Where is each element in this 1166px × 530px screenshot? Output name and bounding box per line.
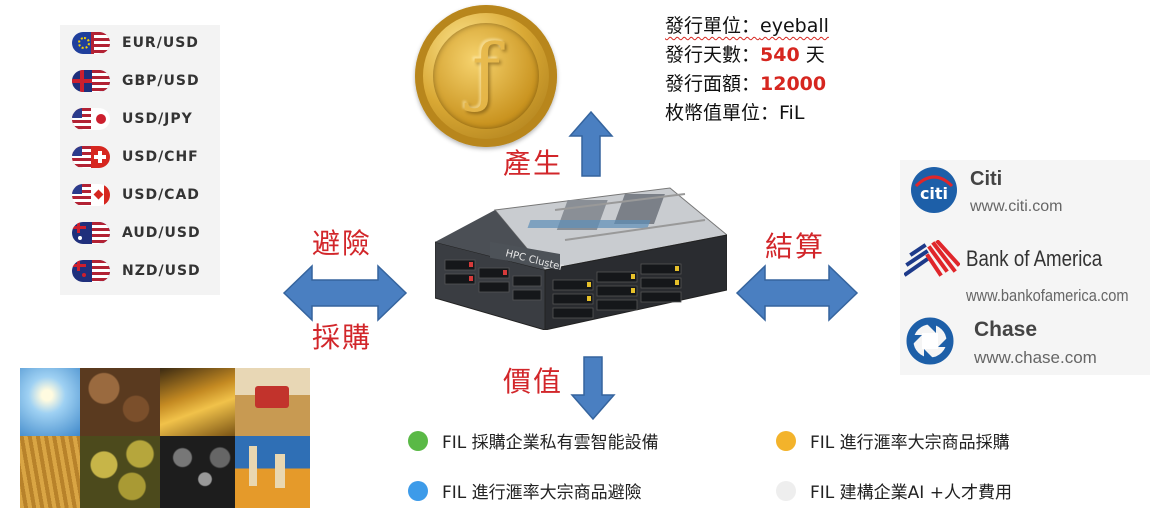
unit-line: 枚幣值單位：FiL <box>665 99 829 128</box>
currency-pair-label: GBP/USD <box>122 73 200 89</box>
currency-row-usd-jpy: USD/JPY <box>72 105 193 133</box>
coin-info-panel: 發行單位：eyeball 發行天數：540 天 發行面額：12000 枚幣值單位… <box>665 12 829 128</box>
currency-pair-label: USD/CAD <box>122 187 200 203</box>
days-value: 540 <box>760 44 800 66</box>
value-label: 價值 <box>503 365 564 398</box>
hedge-label: 避險 <box>312 227 373 260</box>
bullet-item-hedging: FIL 進行滙率大宗商品避險 <box>408 478 642 503</box>
bank-of-america-logo-icon <box>904 240 960 277</box>
purchase-label: 採購 <box>312 321 373 354</box>
citi-logo-icon: citi <box>911 167 957 213</box>
currency-row-nzd-usd: NZD/USD <box>72 257 201 285</box>
grey-dot-icon <box>776 480 796 501</box>
currency-row-gbp-usd: GBP/USD <box>72 67 200 95</box>
blue-dot-icon <box>408 480 428 501</box>
unit-value: FiL <box>779 102 805 124</box>
bullet-item-procurement: FIL 進行滙率大宗商品採購 <box>776 428 1010 453</box>
amount-value: 12000 <box>760 73 827 95</box>
bofa-url: www.bankofamerica.com <box>966 286 1129 305</box>
currency-pair-list: EUR/USD GBP/USD USD/JPY USD/CHF <box>60 25 220 295</box>
coffee-beans-photo <box>80 368 160 436</box>
bullet-text: FIL 進行滙率大宗商品採購 <box>810 433 1010 453</box>
us-ca-flag-icon <box>72 184 110 206</box>
coal-photo <box>160 436 235 508</box>
commodities-photo-grid <box>20 368 310 508</box>
days-line: 發行天數：540 天 <box>665 41 829 70</box>
uk-us-flag-icon <box>72 70 110 92</box>
currency-pair-label: AUD/USD <box>122 225 201 241</box>
chase-logo-icon <box>906 317 954 365</box>
chase-name: Chase <box>974 318 1038 341</box>
currency-row-usd-chf: USD/CHF <box>72 143 199 171</box>
bullet-text: FIL 建構企業AI +人才費用 <box>810 483 1012 503</box>
currency-row-aud-usd: AUD/USD <box>72 219 201 247</box>
au-us-flag-icon <box>72 222 110 244</box>
produce-label: 產生 <box>503 147 564 180</box>
issuer-line: 發行單位：eyeball <box>665 12 829 41</box>
settle-label: 結算 <box>765 230 826 263</box>
svg-text:citi: citi <box>920 184 948 203</box>
currency-pair-label: EUR/USD <box>122 35 199 51</box>
harvester-photo <box>235 368 310 436</box>
issuer-label: 發行單位： <box>665 15 761 37</box>
bullet-text: FIL 進行滙率大宗商品避險 <box>442 483 642 503</box>
days-label: 發行天數： <box>665 44 761 66</box>
days-unit: 天 <box>799 44 825 66</box>
chase-url: www.chase.com <box>974 348 1097 367</box>
up-arrow-icon <box>568 110 614 177</box>
bofa-name: Bank of America <box>966 246 1103 271</box>
olives-photo <box>80 436 160 508</box>
bullet-item-equipment: FIL 採購企業私有雲智能設備 <box>408 428 659 453</box>
left-right-arrow-icon <box>282 264 408 322</box>
green-dot-icon <box>408 430 428 451</box>
issuer-value: eyeball <box>760 15 829 37</box>
citi-name: Citi <box>970 168 1003 190</box>
us-ch-flag-icon <box>72 146 110 168</box>
settlement-arrow-icon <box>735 264 859 322</box>
bank-partners-panel: citi Citi www.citi.com Bank of America w… <box>900 160 1150 375</box>
nz-us-flag-icon <box>72 260 110 282</box>
citi-url: www.citi.com <box>970 198 1063 215</box>
gold-bars-photo <box>160 368 235 436</box>
currency-pair-label: NZD/USD <box>122 263 201 279</box>
bullet-text: FIL 採購企業私有雲智能設備 <box>442 433 659 453</box>
refinery-photo <box>235 436 310 508</box>
server-rack-icon: HPC Cluster <box>434 180 729 331</box>
gold-coin-icon: ƒ <box>415 5 557 147</box>
currency-row-usd-cad: USD/CAD <box>72 181 200 209</box>
currency-pair-label: USD/CHF <box>122 149 199 165</box>
bullet-item-ai-talent: FIL 建構企業AI +人才費用 <box>776 478 1012 503</box>
eu-us-flag-icon <box>72 32 110 54</box>
unit-label: 枚幣值單位： <box>665 102 780 124</box>
sunlight-energy-photo <box>20 368 80 436</box>
currency-row-eur-usd: EUR/USD <box>72 29 199 57</box>
amount-line: 發行面額：12000 <box>665 70 829 99</box>
us-jp-flag-icon <box>72 108 110 130</box>
down-arrow-icon <box>570 356 616 421</box>
yellow-dot-icon <box>776 430 796 451</box>
wheat-field-photo <box>20 436 80 508</box>
currency-pair-label: USD/JPY <box>122 111 193 127</box>
amount-label: 發行面額： <box>665 73 761 95</box>
